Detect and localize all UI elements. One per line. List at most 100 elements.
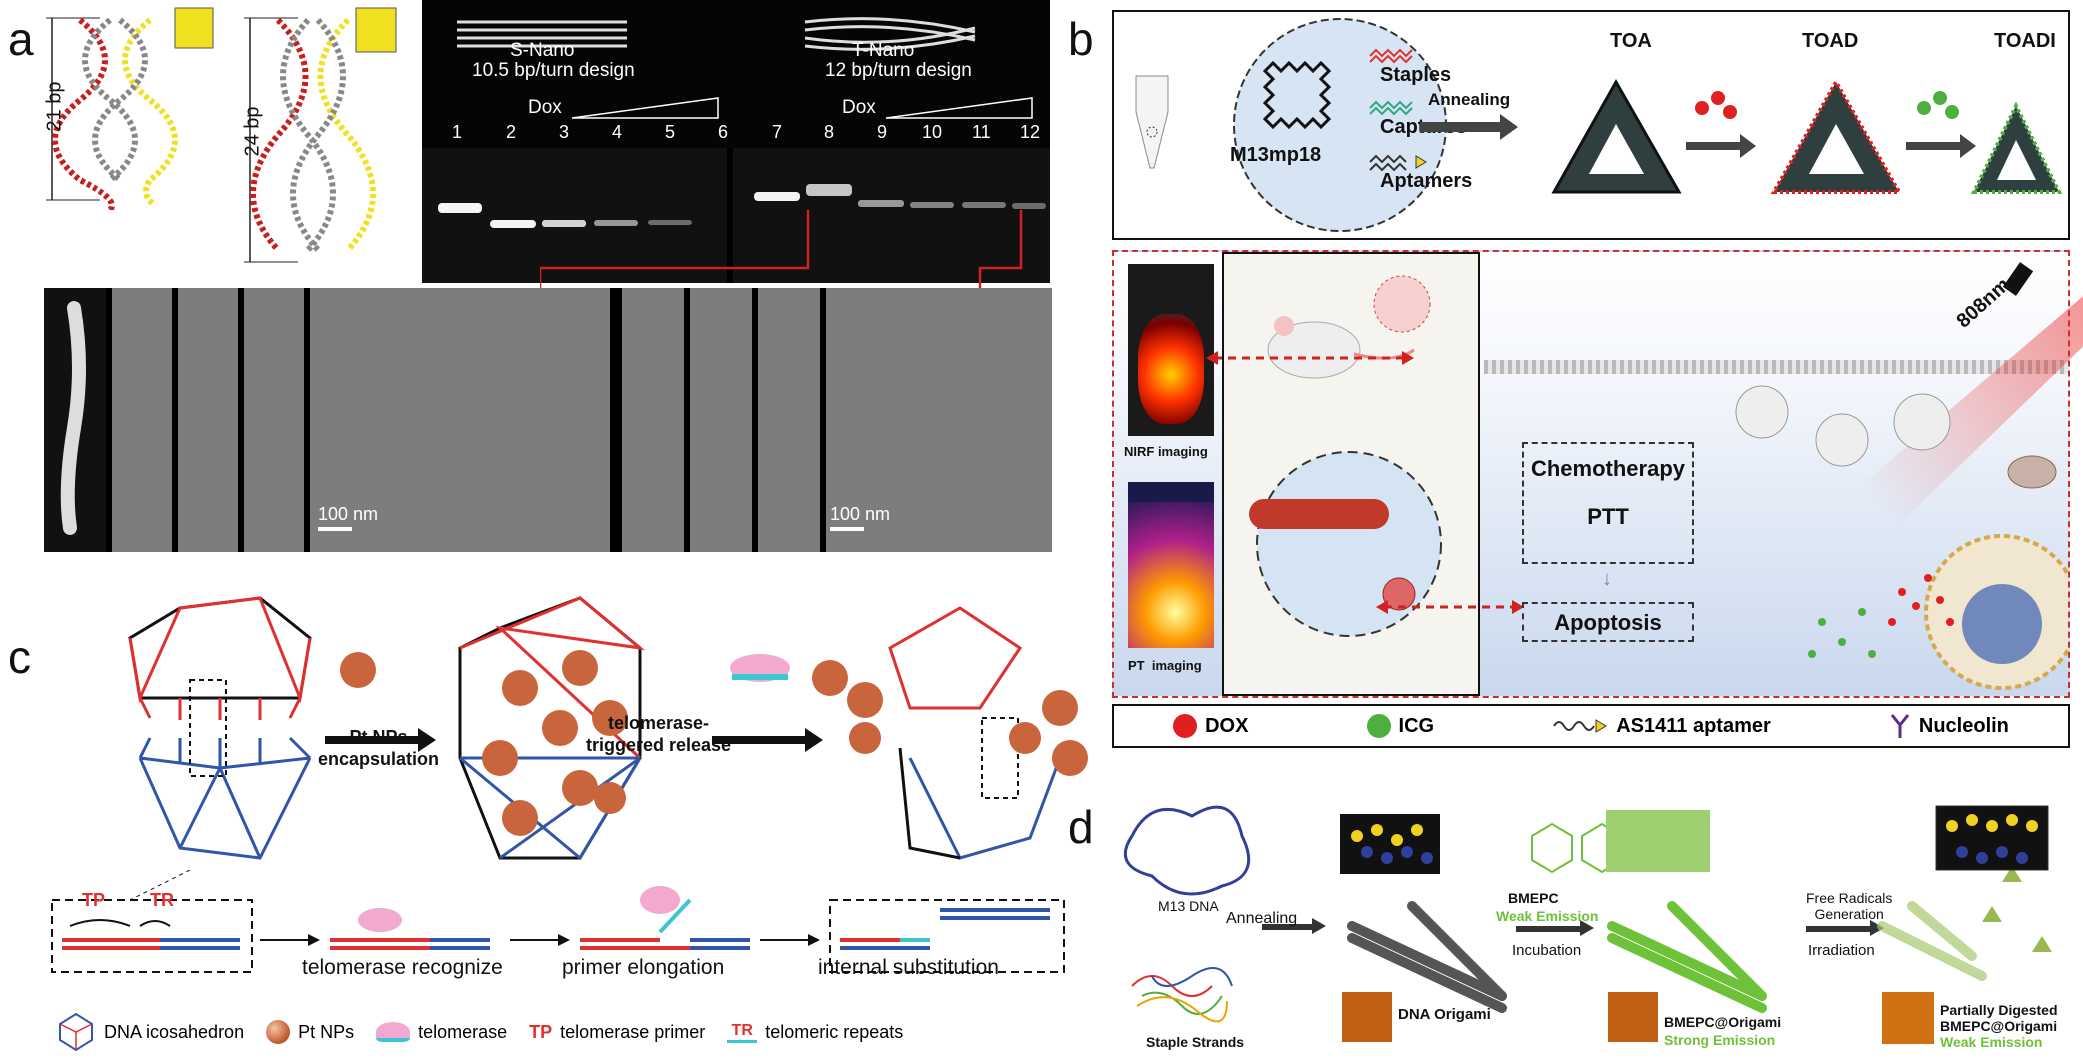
- helix-24bp-diagram: 24 bp: [238, 0, 418, 270]
- em-panel-8: 100 nm: [826, 288, 1052, 552]
- pt-image: [1128, 482, 1214, 648]
- nirf-image: [1128, 264, 1214, 436]
- bmepc-label: BMEPC: [1508, 890, 1559, 906]
- em-panel-6: [690, 288, 752, 552]
- pt-imaging-label: PT imaging: [1128, 658, 1202, 673]
- gel-to-em-arrows: [540, 210, 1023, 300]
- strong-emission-label: Strong Emission: [1664, 1032, 1776, 1048]
- lane-number-10: 10: [922, 122, 943, 142]
- legend-pt-nps: Pt NPs: [266, 1020, 354, 1044]
- apoptosis-label: Apoptosis: [1554, 610, 1662, 635]
- toa-label: TOA: [1610, 30, 1652, 52]
- em-panel-2: [178, 288, 238, 552]
- lane-number-9: 9: [877, 122, 888, 142]
- s-nano-title: S-Nano: [510, 40, 575, 61]
- aptamer-icon: [1553, 719, 1608, 733]
- nucleolin-icon: [1890, 714, 1910, 738]
- helix-21bp-diagram: 21 bp: [40, 0, 220, 210]
- pt-np-icon: [266, 1020, 291, 1044]
- panel-b-top-box: M13mp18 Staples Captures Aptamers Anneal…: [1112, 10, 2070, 240]
- legend-aptamer: AS1411 aptamer: [1552, 715, 1771, 738]
- t-nano-design: 12 bp/turn design: [825, 60, 972, 81]
- telomerase-mechanism: [51, 870, 1065, 973]
- lane-number-8: 8: [824, 122, 835, 142]
- t-nano-title: T-Nano: [852, 40, 915, 61]
- legend-dox: DOX: [1173, 714, 1248, 738]
- lane-number-4: 4: [612, 122, 623, 142]
- panel-c-legend: DNA icosahedron Pt NPs telomerase TP tel…: [56, 1010, 1056, 1054]
- panel-d-letter: d: [1068, 801, 1094, 853]
- toad-label: TOAD: [1802, 30, 1859, 52]
- bmepc-origami-label: BMEPC@Origami: [1664, 1014, 1782, 1030]
- lane-number-6: 6: [718, 122, 729, 142]
- tr-label: TR: [150, 890, 174, 910]
- chemo-ptt-box: Chemotherapy PTT: [1522, 442, 1694, 564]
- lane-number-3: 3: [559, 122, 570, 142]
- lane-number-11: 11: [972, 122, 991, 142]
- dna-origami-label: DNA Origami: [1398, 1006, 1491, 1023]
- panel-b-legend: DOX ICG AS1411 aptamer Nucleolin: [1112, 704, 2070, 748]
- chemotherapy-label: Chemotherapy: [1530, 456, 1686, 481]
- aptamers-label: Aptamers: [1380, 170, 1473, 192]
- legend-tr: TR telomeric repeats: [727, 1022, 903, 1043]
- legend-nucleolin: Nucleolin: [1889, 713, 2009, 739]
- helix-label-24bp: 24 bp: [241, 106, 264, 157]
- tube-icon: [1135, 75, 1169, 169]
- icosahedron-icon: [59, 1012, 93, 1052]
- em-micrographs: 100 nm 100 nm: [44, 288, 1052, 552]
- apoptosis-box: Apoptosis: [1522, 602, 1694, 642]
- telomerase-icon: [376, 1022, 411, 1042]
- panel-b-letter: b: [1068, 13, 1094, 65]
- stage-internal-substitution: internal substitution: [818, 956, 999, 979]
- icosahedron-scheme: [128, 596, 1088, 861]
- annealing-label-d: Annealing: [1226, 910, 1298, 927]
- triangle-origami-sequence: [1551, 77, 2063, 194]
- em-panel-3: [244, 288, 304, 552]
- stage-primer-elongation: primer elongation: [562, 956, 725, 979]
- nirf-label: NIRF imaging: [1124, 444, 1208, 459]
- scale-bar-2: 100 nm: [830, 504, 890, 531]
- legend-icg: ICG: [1366, 714, 1434, 738]
- em-panel-1: [112, 288, 172, 552]
- staples-label: Staples: [1380, 64, 1452, 86]
- lane-number-5: 5: [665, 122, 676, 142]
- s-nano-design: 10.5 bp/turn design: [472, 60, 635, 81]
- stage-telomerase-recognize: telomerase recognize: [302, 956, 503, 979]
- partially-digested-label: Partially Digested BMEPC@Origami Weak Em…: [1940, 1002, 2058, 1050]
- icg-dot-icon: [1366, 714, 1391, 738]
- laser-icon: [2002, 262, 2034, 296]
- em-3d-model: [44, 288, 106, 552]
- incubation-label: Incubation: [1512, 942, 1582, 959]
- irradiation-label: Irradiation: [1808, 942, 1875, 959]
- dox-label-right: Dox: [842, 97, 876, 118]
- telomerase-triggered-release: telomerase-triggered release: [586, 713, 732, 755]
- cell-uptake-scene: [1735, 385, 2068, 690]
- lane-number-12: 12: [1020, 122, 1041, 142]
- lane-number-7: 7: [772, 122, 783, 142]
- imaging-link-arrows: [1206, 351, 1414, 365]
- lane-number-2: 2: [506, 122, 517, 142]
- legend-tp: TP telomerase primer: [529, 1021, 706, 1042]
- legend-icosahedron: DNA icosahedron: [56, 1012, 244, 1052]
- legend-telomerase: telomerase: [376, 1022, 507, 1043]
- helix-label-21bp: 21 bp: [43, 81, 66, 132]
- panel-c-letter: c: [8, 631, 31, 683]
- em-panel-5: [622, 288, 684, 552]
- annealing-label-b: Annealing: [1428, 90, 1511, 109]
- em-panel-7: [758, 288, 820, 552]
- free-radicals-label: Free Radicals Generation: [1806, 890, 1893, 922]
- toadi-label: TOADI: [1994, 30, 2056, 52]
- scale-bar-1: 100 nm: [318, 504, 378, 531]
- gel-electrophoresis-image: S-Nano 10.5 bp/turn design T-Nano 12 bp/…: [422, 0, 1050, 283]
- mouse-tumor-box: [1222, 252, 1480, 696]
- panel-a-letter: a: [8, 13, 34, 65]
- tp-label: TP: [82, 890, 106, 910]
- membrane-line: [1484, 360, 2068, 374]
- dox-label-left: Dox: [528, 97, 562, 118]
- m13-dna-label: M13 DNA: [1158, 898, 1219, 914]
- em-panel-4: 100 nm: [310, 288, 610, 552]
- staple-strands-label: Staple Strands: [1146, 1034, 1245, 1050]
- dox-dot-icon: [1173, 714, 1198, 738]
- bmepc-origami-scheme: [1123, 805, 2052, 1044]
